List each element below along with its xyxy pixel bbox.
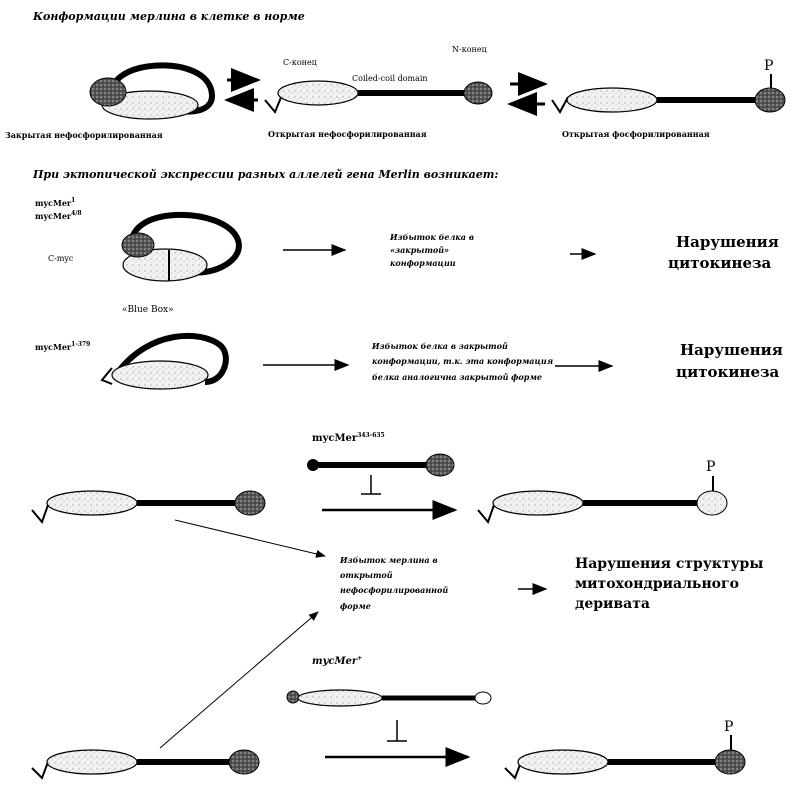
heading-ectopic: При эктопической экспрессии разных аллел… (32, 168, 498, 181)
row3-result-line2: цитокинеза (676, 363, 780, 381)
row4-result-line1: Нарушения структуры (575, 556, 763, 572)
row3-result-line1: Нарушения (680, 341, 783, 359)
row3-desc-line2: конформации, т.к. эта конформация (372, 356, 553, 366)
fragment-343-635 (307, 454, 454, 476)
row4-desc-line2: открытой (340, 570, 393, 580)
p-label-row4: P (706, 459, 715, 475)
arrow-diag-down (175, 520, 325, 556)
row2-desc-line3: конформации (390, 258, 456, 268)
label-open-phos: Открытая фосфорилированная (562, 129, 710, 139)
row4-result-line3: деривата (575, 596, 650, 612)
row2-result-line1: Нарушения (676, 233, 779, 251)
row3-desc-line3: белка аналогична закрытой форме (372, 372, 542, 382)
allele-mycmer-4-8: mycMer4/8 (35, 210, 82, 221)
label-c-myc: С-myc (48, 254, 74, 263)
allele-mycmer-343-635: mycMer343-635 (312, 432, 385, 444)
heading-normal: Конформации мерлина в клетке в норме (32, 10, 305, 23)
mycmer-plus-construct (287, 690, 491, 706)
closed-merlin-row3 (102, 336, 226, 389)
inhibit-symbol-top (361, 475, 381, 494)
open-nonphos-row4-left (32, 491, 265, 522)
allele-mycmer-1-379: mycMer1-379 (35, 341, 90, 352)
row4-desc-line3: нефосфорилированной (340, 585, 448, 595)
row2-desc-line1: Избыток белка в (389, 232, 474, 242)
p-label-top: P (764, 58, 773, 74)
label-n-end: N-конец (452, 45, 487, 54)
label-open-nonphos: Открытая нефосфорилированная (268, 129, 427, 139)
row4-desc-line1: Избыток мерлина в (339, 555, 438, 565)
row4-desc-line4: форме (340, 601, 371, 611)
label-blue-box: «Blue Box» (122, 305, 174, 315)
row3-desc-line1: Избыток белка в закрытой (371, 341, 508, 351)
row2-result-line2: цитокинеза (668, 254, 772, 272)
open-nonphos-row5-left (32, 750, 259, 778)
label-closed-nonphos: Закрытая нефосфорилированная (5, 130, 163, 140)
arrow-diag-up (160, 612, 318, 748)
allele-mycmer-plus: mycMer+ (312, 655, 362, 667)
closed-merlin-top (90, 65, 212, 119)
open-nonphos-merlin-top (265, 81, 492, 112)
row4-result-line2: митохондриального (575, 576, 739, 592)
allele-mycmer-1: mycMer1 (35, 197, 75, 208)
closed-merlin-row2 (122, 215, 239, 281)
open-phos-row5-right (505, 735, 745, 778)
open-phos-merlin-top (552, 74, 785, 112)
label-coiled-coil: Coiled-coil domain (352, 74, 428, 83)
label-c-end: С-конец (283, 58, 317, 67)
open-phos-row4-right (478, 476, 727, 522)
inhibit-symbol-bottom (387, 720, 407, 741)
row2-desc-line2: «закрытой» (390, 245, 449, 255)
p-label-row5: P (724, 719, 733, 735)
